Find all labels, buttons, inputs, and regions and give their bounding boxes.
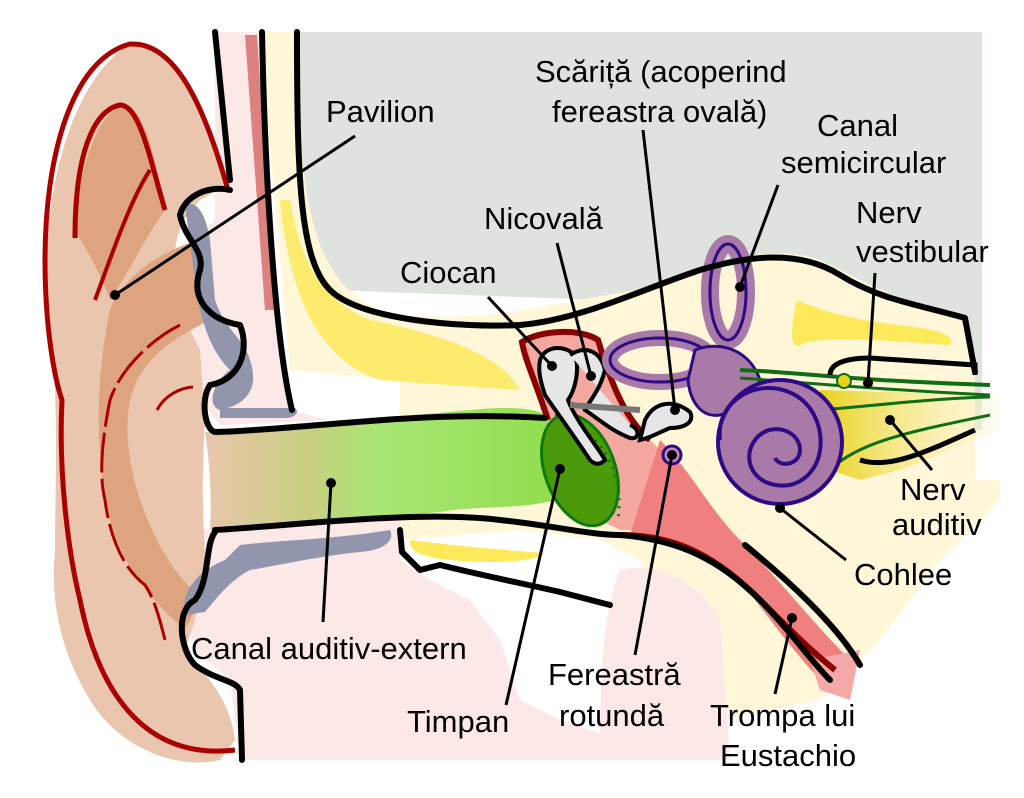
upper-canal-outline bbox=[177, 185, 548, 435]
eustachian-outer-outline bbox=[742, 542, 863, 668]
leader-nerv-auditiv bbox=[888, 419, 934, 471]
outer-wall-outline bbox=[259, 29, 295, 413]
dot-scarita bbox=[670, 405, 680, 415]
vestibular-ganglion bbox=[836, 373, 852, 389]
pinna-outline bbox=[42, 41, 236, 754]
dot-timpan bbox=[555, 464, 565, 474]
label-nerv-auditiv-1: Nerv bbox=[900, 472, 966, 507]
middle-ear-outline bbox=[518, 329, 652, 443]
leader-trompa bbox=[773, 617, 794, 695]
leader-canal-semicircular bbox=[738, 184, 780, 288]
leader-fereastra-rotunda bbox=[633, 454, 674, 656]
leader-ciocan bbox=[486, 295, 554, 368]
leader-cohlee bbox=[779, 506, 847, 562]
dot-canal-auditiv bbox=[326, 478, 336, 488]
label-cohlee: Cohlee bbox=[854, 557, 952, 592]
leader-pavilion bbox=[114, 134, 356, 297]
eardrum-dotted bbox=[554, 413, 621, 521]
label-timpan: Timpan bbox=[407, 704, 509, 739]
label-nerv-vestibular-2: vestibular bbox=[856, 234, 989, 269]
dot-cohlee bbox=[775, 503, 785, 513]
label-nerv-auditiv-2: auditiv bbox=[892, 507, 982, 542]
pinna-fold bbox=[75, 105, 210, 630]
label-scarita-2: fereastra ovală) bbox=[552, 94, 767, 129]
lower-skin-outline bbox=[178, 529, 245, 763]
internal-meatus-lower bbox=[859, 427, 977, 466]
dot-fereastra-rotunda bbox=[667, 450, 677, 460]
bone-streak-lower bbox=[409, 540, 545, 563]
dot-trompa bbox=[787, 613, 797, 623]
label-canal-semicircular-1: Canal bbox=[817, 108, 898, 143]
vessel-stripe bbox=[245, 35, 275, 310]
label-nerv-vestibular-1: Nerv bbox=[856, 195, 922, 230]
pinna-helix-inner bbox=[72, 102, 168, 239]
external-canal bbox=[205, 408, 555, 530]
label-canal-semicircular-2: semicircular bbox=[781, 145, 946, 180]
skin-outline-left bbox=[212, 29, 233, 183]
leader-nicovala bbox=[555, 242, 593, 377]
incus bbox=[568, 348, 640, 441]
cartilage-lower bbox=[184, 530, 392, 615]
label-scarita-1: Scăriță (acoperind bbox=[535, 54, 787, 89]
dot-nerv-vestibular bbox=[863, 378, 873, 388]
vestibular-nerve-2 bbox=[739, 376, 991, 397]
label-canal-auditiv-extern: Canal auditiv-extern bbox=[191, 631, 467, 666]
ossicle-ligament bbox=[569, 402, 641, 413]
label-trompa-2: Eustachio bbox=[720, 738, 856, 773]
label-trompa-1: Trompa lui bbox=[710, 698, 855, 733]
dot-pavilion bbox=[110, 290, 120, 300]
label-fereastra-rotunda-1: Fereastră bbox=[548, 657, 681, 692]
cartilage-upper-bar bbox=[220, 408, 297, 418]
dot-canal-semicircular bbox=[735, 282, 745, 292]
pinna-concha bbox=[100, 323, 181, 641]
vestibular-nerve bbox=[739, 368, 991, 387]
leader-timpan bbox=[504, 468, 562, 706]
semicircular-canal-vertical-outline bbox=[708, 242, 748, 342]
lower-canal-outline bbox=[212, 513, 833, 683]
label-pavilion: Pavilion bbox=[326, 94, 435, 129]
leader-scarita bbox=[641, 129, 677, 411]
lower-bone-outline bbox=[397, 527, 613, 608]
label-fereastra-rotunda-2: rotundă bbox=[559, 698, 665, 733]
label-nicovala: Nicovală bbox=[484, 201, 604, 236]
leader-nerv-vestibular bbox=[866, 272, 877, 384]
dot-nerv-auditiv bbox=[885, 415, 895, 425]
skull-outline bbox=[294, 29, 978, 375]
cochlea-spiral bbox=[717, 385, 823, 488]
skin-lower-right bbox=[600, 567, 730, 760]
dot-ciocan bbox=[547, 361, 557, 371]
leader-canal-auditiv bbox=[321, 482, 333, 623]
cochlear-nerve-2 bbox=[828, 413, 991, 472]
auditory-nerve-fan bbox=[820, 390, 1000, 480]
eustachian-tube bbox=[630, 440, 850, 690]
cochlear-nerve bbox=[819, 395, 991, 412]
pinna-antihelix bbox=[93, 168, 152, 301]
skin-lower bbox=[180, 520, 620, 760]
dot-nicovala bbox=[586, 371, 596, 381]
bone-streak-upper bbox=[280, 200, 520, 390]
pinna-tragus bbox=[155, 385, 194, 411]
label-ciocan: Ciocan bbox=[400, 255, 497, 290]
